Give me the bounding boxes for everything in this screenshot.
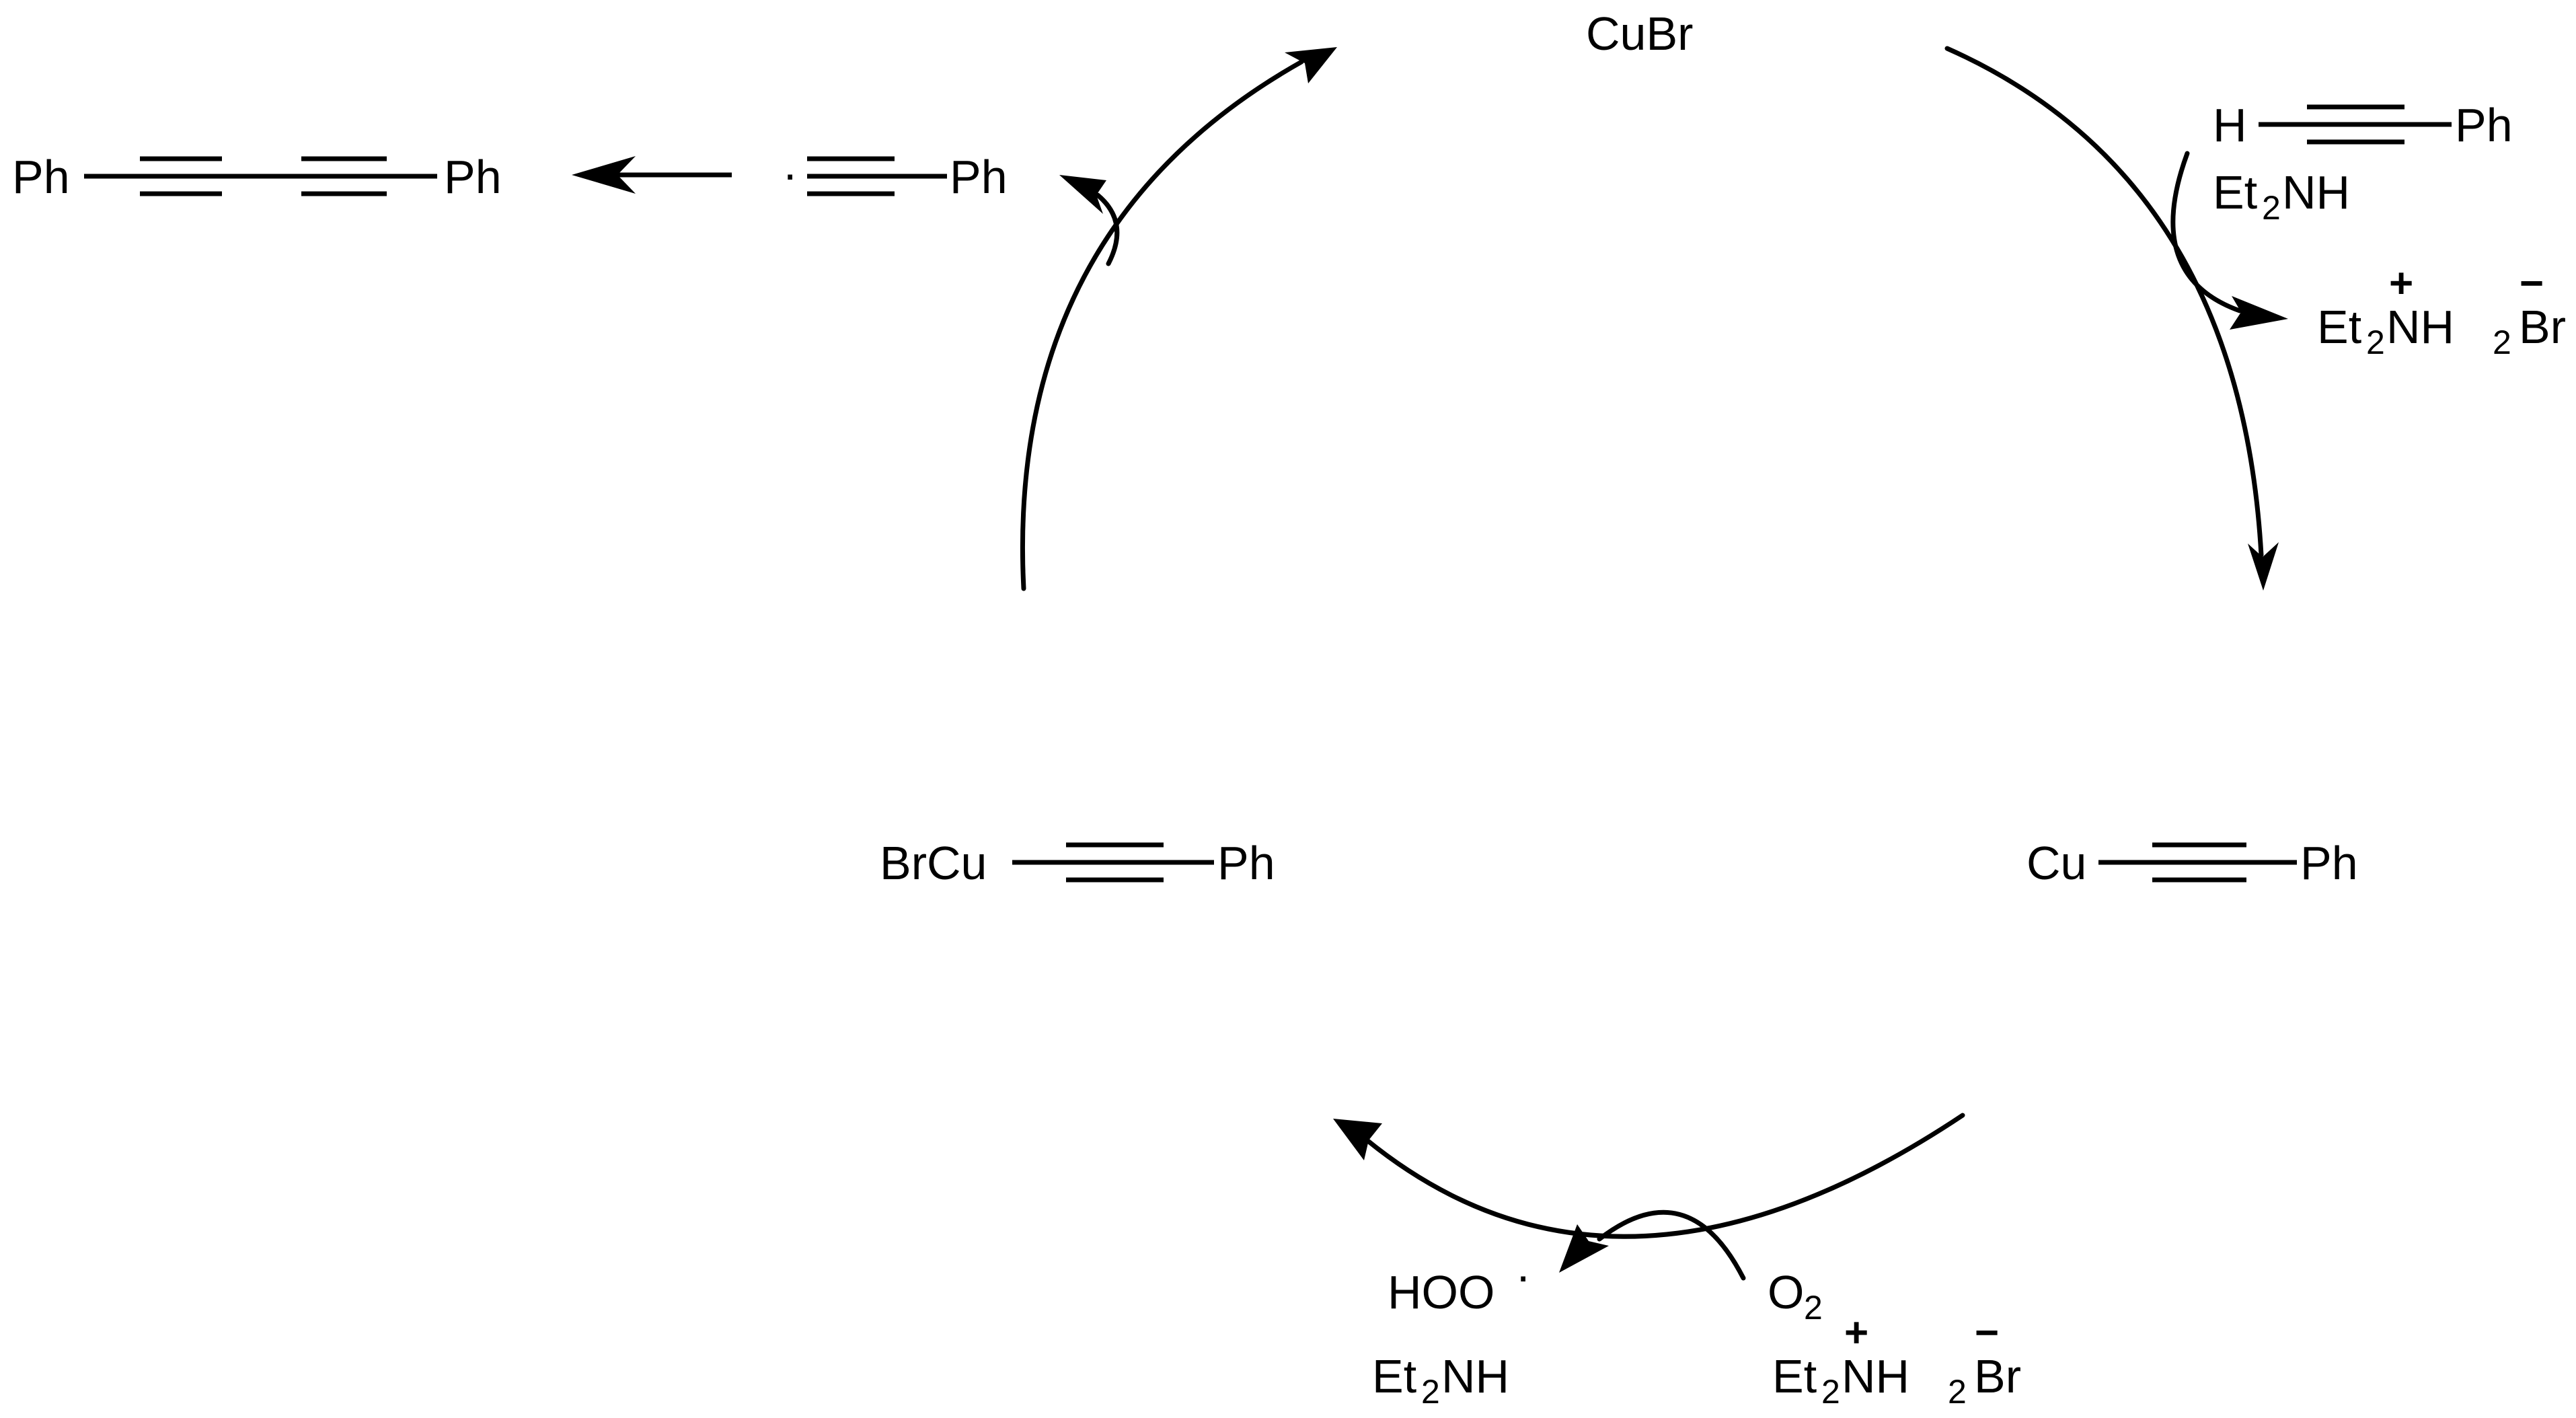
salt-plus-charge: + [2389, 260, 2413, 307]
salt2-h-subscript-2: 2 [1948, 1373, 1967, 1411]
radical-ph-label: Ph [950, 151, 1008, 203]
salt2-et-label: Et [1772, 1350, 1817, 1403]
o2-subscript-2: 2 [1804, 1289, 1823, 1327]
alkyne-triple-bond [2259, 104, 2452, 145]
salt2-nh-label: NH [1842, 1350, 1909, 1403]
hoo-dot: · [1515, 1249, 1531, 1302]
oxygen-reagent: O 2 [1768, 1266, 1823, 1327]
side-arrow-oxidation [1559, 1209, 1746, 1281]
salt-br-label: Br [2519, 301, 2566, 353]
alkynyl-radical: · Ph [782, 147, 1008, 203]
salt-h-subscript-2: 2 [2493, 324, 2511, 361]
brcu-acetylide-ph-label: Ph [1217, 837, 1275, 889]
cu-acetylide-ph-label: Ph [2300, 837, 2358, 889]
salt-minus-charge: − [2520, 260, 2544, 307]
radical-triple-bond [807, 156, 947, 196]
brcu-label: BrCu [880, 837, 987, 889]
radical-dot: · [782, 147, 798, 200]
hoo-label: HOO [1388, 1266, 1494, 1318]
phenylacetylene-reagent: H Ph [2213, 99, 2513, 151]
salt-subscript-2: 2 [2366, 324, 2385, 361]
side-arrow-deprotonation [2170, 151, 2288, 330]
alkyne-h-label: H [2213, 99, 2247, 151]
base-subscript-2: 2 [2262, 189, 2281, 227]
cycle-arrow-right [1944, 46, 2279, 591]
amine-nh-label: NH [1441, 1350, 1509, 1403]
bromocopper-acetylide: BrCu Ph [880, 837, 1275, 889]
hydroperoxyl-radical: HOO · [1388, 1249, 1531, 1318]
salt-nh-label: NH [2386, 301, 2454, 353]
catalyst-cubr-label: CuBr [1586, 7, 1693, 60]
ammonium-bromide-byproduct-top: Et 2 NH 2 + − Br [2317, 260, 2566, 361]
diyne-bonds [84, 156, 437, 196]
salt2-minus-charge: − [1975, 1310, 1999, 1356]
diethylamine-reagent: Et 2 NH [2213, 166, 2350, 227]
cycle-arrow-bottom [1333, 1113, 1965, 1239]
brcu-acetylide-triple-bond [1012, 842, 1214, 883]
alkyne-ph-label: Ph [2455, 99, 2513, 151]
ammonium-bromide-reagent-bottom: Et 2 NH 2 + − Br [1772, 1310, 2021, 1411]
o2-o-label: O [1768, 1266, 1804, 1318]
copper-acetylide: Cu Ph [2026, 837, 2358, 889]
cu-acetylide-cu-label: Cu [2026, 837, 2086, 889]
diyne-ph-right-label: Ph [444, 151, 502, 203]
amine-subscript-2: 2 [1421, 1373, 1440, 1411]
diyne-ph-left-label: Ph [12, 151, 70, 203]
diethylamine-product: Et 2 NH [1372, 1350, 1509, 1411]
amine-et-label: Et [1372, 1350, 1416, 1403]
cu-acetylide-triple-bond [2098, 842, 2297, 883]
base-nh-label: NH [2282, 166, 2350, 219]
base-et-label: Et [2213, 166, 2257, 219]
salt2-br-label: Br [1974, 1350, 2021, 1403]
salt-et-label: Et [2317, 301, 2361, 353]
coupling-arrow [572, 156, 732, 194]
salt2-plus-charge: + [1844, 1310, 1868, 1356]
salt2-subscript-2: 2 [1821, 1373, 1840, 1411]
cycle-arrow-left [1020, 47, 1337, 591]
diyne-product: Ph Ph [12, 151, 502, 203]
side-arrow-radical-release [1059, 175, 1120, 266]
